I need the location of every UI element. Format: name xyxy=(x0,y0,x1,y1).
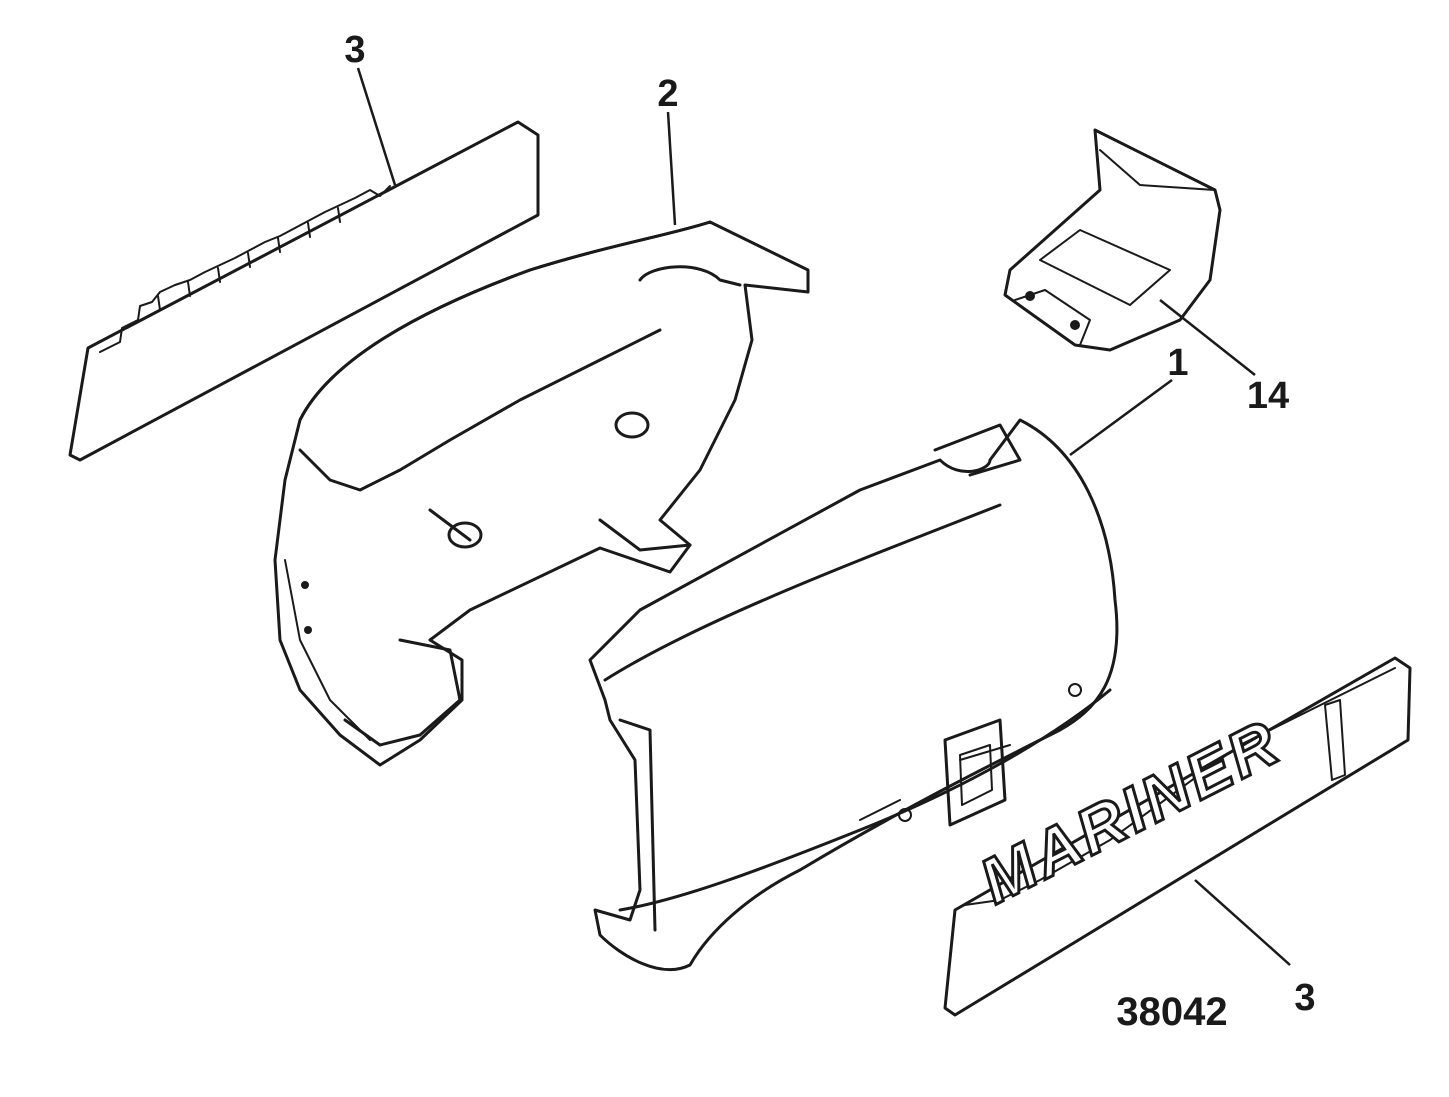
callout-decal-bottom: 3 xyxy=(1294,977,1315,1019)
decal-top-part xyxy=(68,120,540,462)
bracket-part xyxy=(1003,128,1222,352)
leader-lines xyxy=(356,67,1291,966)
callout-cowl-starboard: 2 xyxy=(657,73,678,115)
cowl-starboard-part xyxy=(273,220,810,767)
callout-cowl-port: 1 xyxy=(1167,342,1188,384)
cowl-port-part xyxy=(588,418,1119,971)
figure-number: 38042 xyxy=(1116,990,1227,1034)
callout-decal-top: 3 xyxy=(344,29,365,71)
callout-bracket: 14 xyxy=(1247,375,1289,417)
